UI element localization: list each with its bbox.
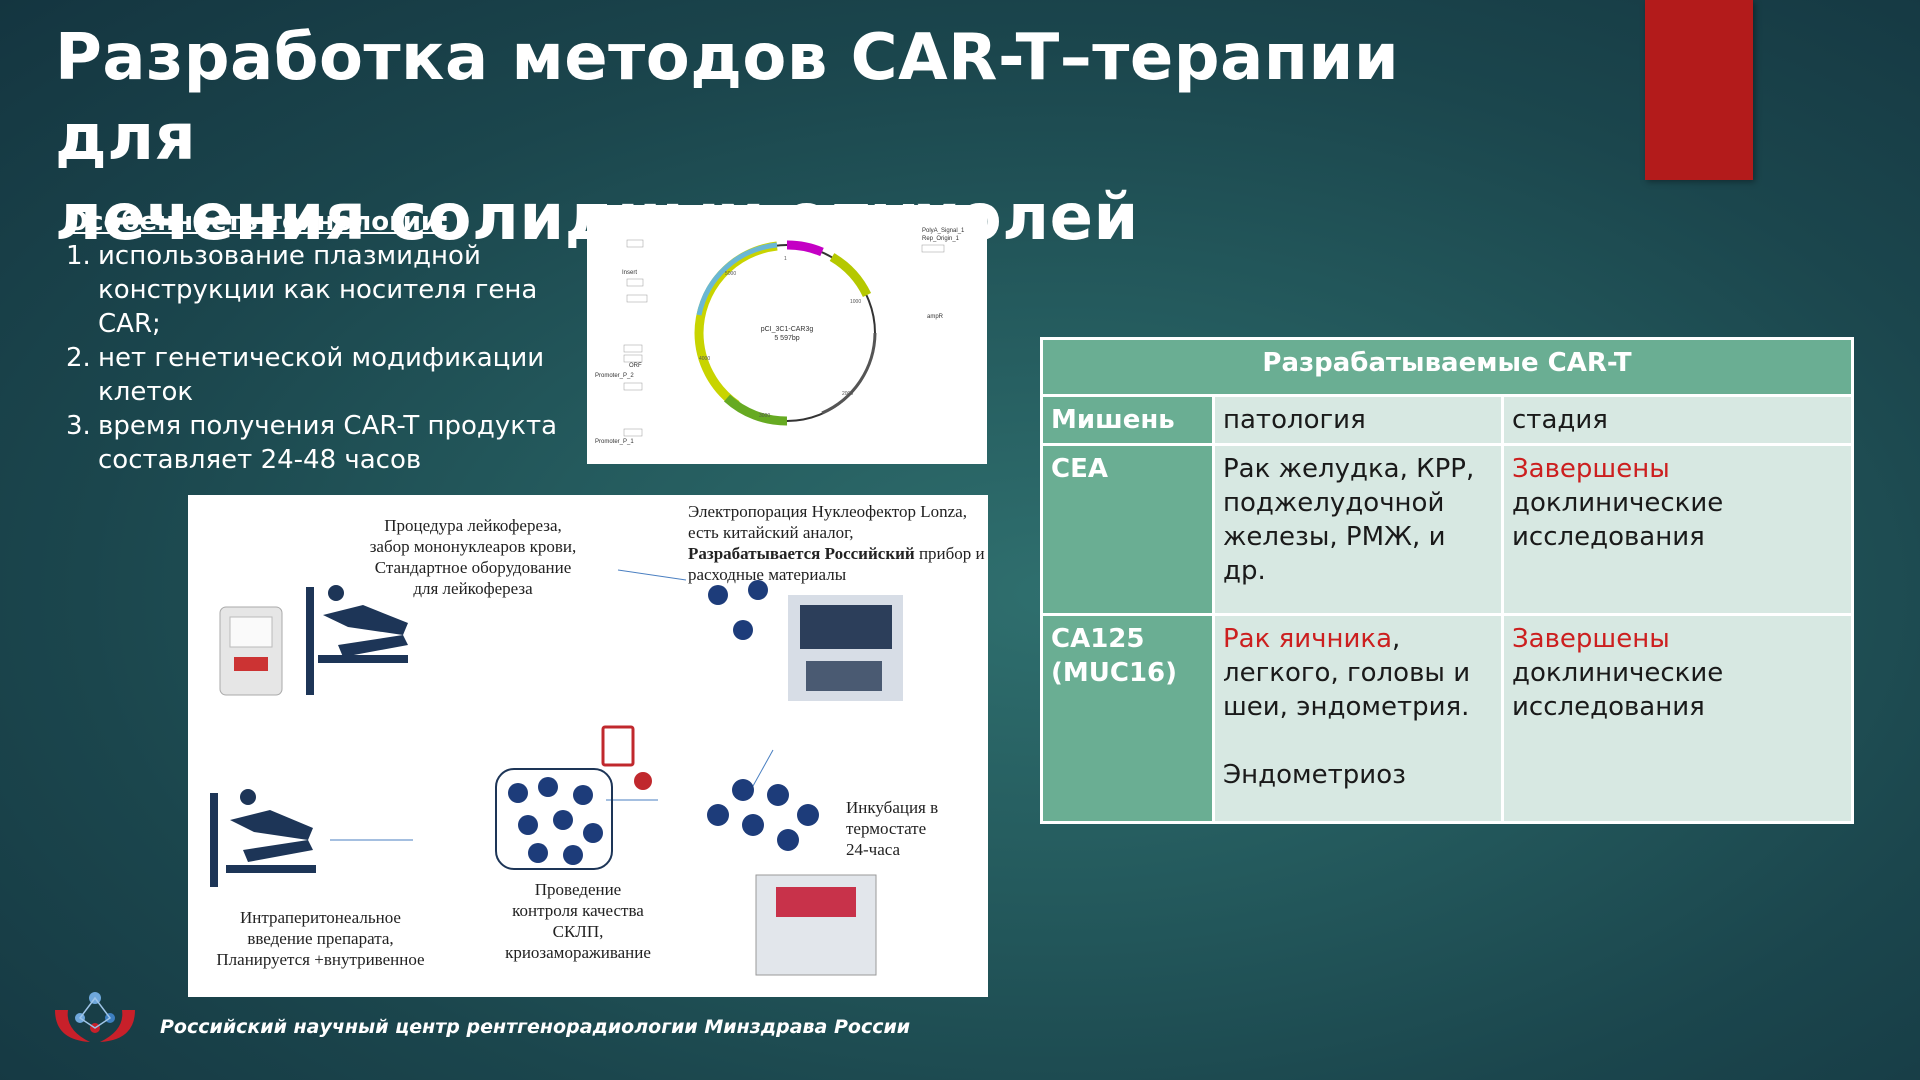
red-accent-bar [1645, 0, 1753, 180]
patient-chair-icon-top [306, 585, 408, 695]
electroporation-bold-text: Разрабатывается Российский [688, 544, 915, 563]
infusion-caption: Интраперитонеальное введение препарата, … [216, 908, 425, 969]
item-number: 1. [66, 241, 91, 271]
column-header-pathology: патология [1212, 394, 1504, 446]
plasmid-legend-box [626, 278, 644, 287]
item-number: 3. [66, 411, 91, 441]
plasmid-label-promoter1: Promoter_P_1 [595, 439, 634, 445]
plasmid-label-promoter2: Promoter_P_2 [595, 373, 634, 379]
plasmid-segment-blue [696, 242, 778, 316]
incubation-caption: Инкубация в термостате 24-часа [846, 798, 939, 859]
plasmid-legend-box [623, 354, 643, 363]
slide-title-line1: Разработка методов CAR-T–терапии для [55, 21, 1400, 175]
car-t-development-table: Разрабатываемые CAR-T Мишень патология с… [1040, 337, 1854, 824]
plasmid-tick: 3000 [759, 413, 770, 419]
table-row: CEA Рак желудка, КРР, поджелудочной желе… [1040, 443, 1854, 616]
electroporation-tail-text: прибор и расходные материалы [688, 544, 985, 584]
plasmid-name: pCI_3C1-CAR3g [761, 326, 814, 333]
technology-features: Особенность технологии: 1.использование … [66, 205, 566, 477]
plasmid-tick: 2000 [842, 391, 853, 397]
pathology-highlight: Рак яичника [1223, 624, 1393, 654]
plasmid-legend-box [623, 344, 643, 353]
plasmid-tick: 4000 [699, 356, 710, 362]
plasmid-label-polya: PolyA_Signal_1 [922, 228, 965, 234]
plasmid-tick: 1 [784, 256, 787, 262]
table-header: Разрабатываемые CAR-T [1040, 337, 1854, 397]
item-text: время получения CAR-T продукта составляе… [98, 411, 558, 475]
pathology-text: , легкого, головы и шеи, эндометрия. [1223, 624, 1471, 722]
row-pathology: Рак желудка, КРР, поджелудочной железы, … [1212, 443, 1504, 616]
qc-caption: Проведение контроля качества СКЛП, криоз… [505, 880, 651, 962]
plasmid-segment-ori [829, 253, 872, 298]
qc-clipboard-icon [601, 725, 652, 790]
features-item: 2.нет генетической модификации клеток [66, 341, 566, 409]
row-stage: Завершены доклинические исследования [1501, 443, 1854, 616]
plasmid-label-insert: Insert [622, 270, 637, 276]
features-item: 1.использование плазмидной конструкции к… [66, 239, 566, 341]
table-row: CA125 (MUC16) Рак яичника, легкого, голо… [1040, 613, 1854, 824]
plasmid-segment-green [723, 394, 788, 426]
plasmid-segment-ampr [821, 332, 877, 415]
plasmid-map-image: pCI_3C1-CAR3g 5 597bp PolyA_Signal_1 Rep… [587, 205, 987, 464]
cells-cluster-incubation [707, 779, 819, 851]
plasmid-legend-box [623, 382, 643, 391]
footer-organization: Российский научный центр рентгенорадиоло… [160, 1016, 911, 1038]
row-stage: Завершены доклинические исследования [1501, 613, 1854, 824]
electroporator-icon [788, 595, 903, 701]
plasmid-map-svg: pCI_3C1-CAR3g 5 597bp PolyA_Signal_1 Rep… [595, 228, 965, 445]
plasmid-segment-magenta [786, 240, 824, 257]
column-header-stage: стадия [1501, 394, 1854, 446]
qc-sample-frame [495, 768, 613, 870]
plasmid-label-ori: Rep_Origin_1 [922, 236, 960, 242]
features-heading: Особенность технологии: [66, 207, 450, 237]
plasmid-segment-yellow-lower [694, 332, 740, 409]
plasmid-label-orf: ORF [629, 363, 642, 369]
item-text: использование плазмидной конструкции как… [98, 241, 538, 339]
stage-status: Завершены [1512, 624, 1670, 654]
plasmid-tick: 5000 [725, 271, 736, 277]
cells-cluster-qc [508, 777, 603, 865]
cells-cluster-top [708, 580, 768, 640]
leukapheresis-machine-icon [219, 606, 283, 696]
row-target: CA125 (MUC16) [1040, 613, 1215, 824]
stage-text: доклинические исследования [1512, 658, 1724, 722]
row-pathology: Рак яичника, легкого, головы и шеи, эндо… [1212, 613, 1504, 824]
plasmid-tick: 1000 [850, 299, 861, 305]
plasmid-legend-box [626, 294, 648, 303]
leukapheresis-caption: Процедура лейкофереза, забор мононуклеар… [369, 516, 577, 598]
patient-chair-icon-bottom [210, 789, 316, 887]
electroporation-text: Электропорация Нуклеофектор Lonza, есть … [688, 502, 967, 542]
workflow-arrow [617, 569, 687, 581]
car-t-workflow-diagram: Процедура лейкофереза, забор мононуклеар… [188, 495, 988, 997]
features-item: 3.время получения CAR-T продукта составл… [66, 409, 566, 477]
electroporation-caption: Электропорация Нуклеофектор Lonza, есть … [688, 501, 988, 585]
plasmid-legend-box [623, 428, 643, 437]
incubator-icon [755, 874, 877, 976]
pathology-text: Рак желудка, КРР, поджелудочной железы, … [1223, 454, 1475, 586]
stage-status: Завершены [1512, 454, 1670, 484]
column-header-target: Мишень [1040, 394, 1215, 446]
plasmid-label-ampr: ampR [927, 314, 944, 320]
features-list: 1.использование плазмидной конструкции к… [66, 239, 566, 477]
item-number: 2. [66, 343, 91, 373]
row-target: CEA [1040, 443, 1215, 616]
plasmid-size: 5 597bp [774, 335, 799, 342]
stage-text: доклинические исследования [1512, 488, 1724, 552]
workflow-graphics [210, 569, 903, 976]
institute-logo-icon [50, 980, 140, 1050]
pathology-extra: Эндометриоз [1223, 760, 1406, 790]
plasmid-legend-box [626, 239, 644, 248]
plasmid-legend-box [921, 244, 945, 253]
item-text: нет генетической модификации клеток [98, 343, 545, 407]
